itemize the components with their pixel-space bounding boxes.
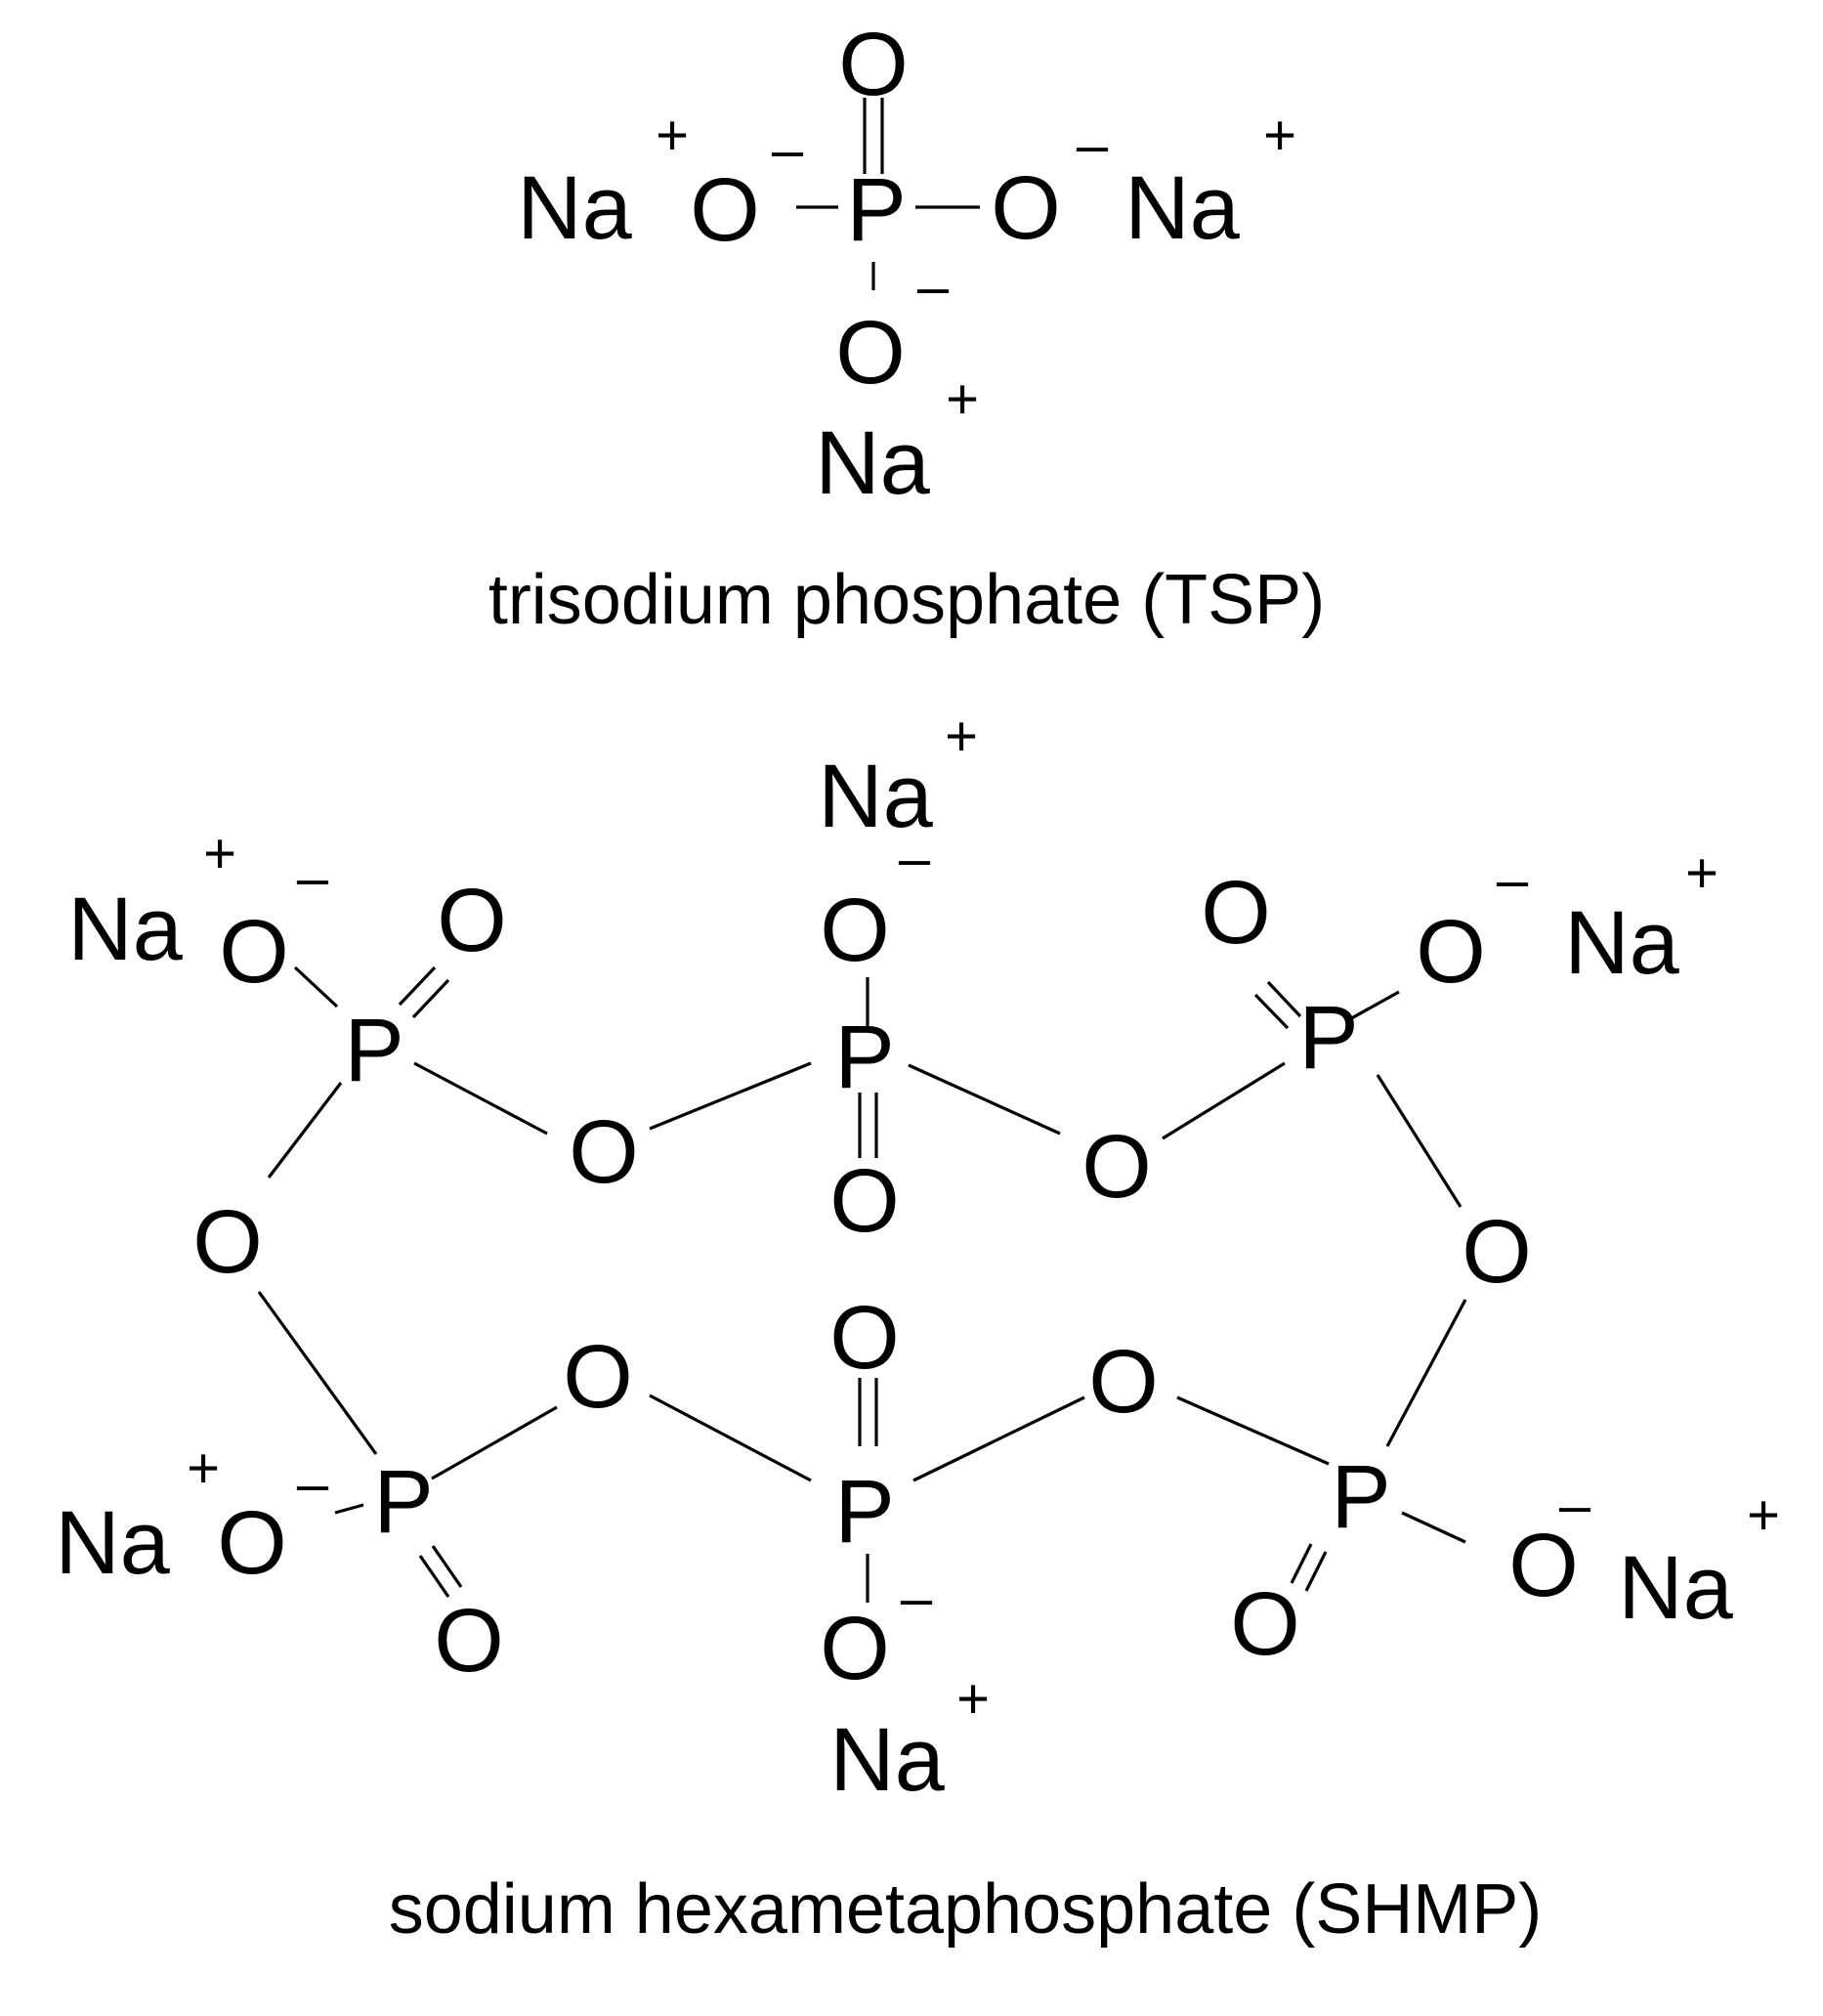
shmp-plus-charge: + — [945, 705, 978, 768]
shmp-phosphorus: P — [834, 1008, 894, 1107]
shmp-oxygen: O — [829, 1151, 900, 1251]
shmp-oxygen: O — [437, 871, 507, 970]
shmp-sodium: Na — [67, 879, 183, 979]
tsp-structure: O P O O O Na Na Na + – – + – + — [517, 15, 1296, 513]
tsp-oxygen: O — [991, 158, 1061, 258]
shmp-bond — [267, 1082, 343, 1179]
shmp-oxygen: O — [434, 1591, 504, 1691]
tsp-minus-charge: – — [917, 255, 950, 319]
shmp-bond — [418, 1555, 450, 1598]
shmp-minus-charge: – — [1497, 848, 1529, 912]
shmp-bond — [1253, 993, 1290, 1030]
shmp-bond — [413, 1061, 548, 1136]
tsp-sodium: Na — [815, 413, 930, 513]
shmp-bond — [293, 965, 339, 1008]
shmp-oxygen: O — [1416, 902, 1486, 1002]
tsp-minus-charge: – — [772, 118, 804, 182]
tsp-minus-charge: – — [1077, 113, 1109, 177]
shmp-bond — [1345, 990, 1400, 1023]
shmp-oxygen: O — [1508, 1516, 1579, 1615]
shmp-oxygen: O — [563, 1327, 633, 1427]
shmp-phosphorus: P — [373, 1452, 433, 1552]
shmp-oxygen: O — [1230, 1574, 1300, 1674]
tsp-sodium: Na — [517, 158, 632, 258]
shmp-oxygen: O — [820, 1599, 890, 1698]
tsp-plus-charge: + — [946, 367, 979, 431]
shmp-minus-charge: – — [899, 827, 931, 890]
shmp-bond — [257, 1291, 378, 1455]
tsp-phosphorus: P — [846, 160, 906, 260]
shmp-oxygen: O — [217, 1493, 287, 1593]
shmp-plus-charge: + — [187, 1437, 220, 1500]
shmp-structure: Na Na Na Na Na Na O O O O O O O O O O O … — [55, 705, 1780, 1810]
shmp-oxygen: O — [219, 902, 289, 1002]
shmp-oxygen: O — [1462, 1202, 1532, 1302]
shmp-bond — [1385, 1299, 1467, 1447]
shmp-plus-charge: + — [1747, 1483, 1780, 1547]
shmp-oxygen: O — [569, 1102, 639, 1202]
shmp-bond — [908, 1063, 1061, 1136]
shmp-bond — [1304, 1551, 1328, 1592]
shmp-phosphorus: P — [1298, 988, 1358, 1088]
shmp-minus-charge: – — [1559, 1474, 1591, 1537]
shmp-bond — [912, 1395, 1085, 1482]
shmp-plus-charge: + — [1685, 841, 1718, 905]
shmp-bond — [649, 1394, 812, 1482]
shmp-bond — [1266, 980, 1302, 1018]
shmp-oxygen: O — [829, 1288, 900, 1388]
tsp-oxygen: O — [838, 15, 909, 114]
shmp-sodium: Na — [1618, 1538, 1733, 1638]
shmp-minus-charge: – — [297, 846, 329, 910]
shmp-phosphorus: P — [1331, 1447, 1390, 1547]
shmp-oxygen: O — [1201, 863, 1271, 963]
shmp-sodium: Na — [55, 1493, 170, 1593]
shmp-plus-charge: + — [203, 822, 236, 885]
shmp-bond — [431, 1405, 558, 1480]
shmp-sodium: Na — [818, 747, 933, 846]
shmp-oxygen: O — [1081, 1117, 1152, 1217]
shmp-bond — [1176, 1395, 1330, 1466]
tsp-oxygen: O — [835, 303, 906, 403]
shmp-phosphorus: P — [344, 1001, 403, 1100]
tsp-oxygen: O — [690, 160, 760, 260]
shmp-bond — [1401, 1511, 1466, 1544]
shmp-minus-charge: – — [297, 1452, 329, 1516]
shmp-oxygen: O — [820, 880, 890, 980]
shmp-phosphorus: P — [834, 1462, 894, 1562]
shmp-minus-charge: – — [901, 1566, 933, 1630]
shmp-bond — [431, 1545, 463, 1588]
shmp-bond — [398, 965, 437, 1007]
shmp-oxygen: O — [1088, 1332, 1159, 1432]
shmp-sodium: Na — [829, 1710, 945, 1810]
shmp-sodium: Na — [1564, 893, 1679, 993]
shmp-bond — [1290, 1543, 1313, 1584]
shmp-bond — [1376, 1074, 1463, 1208]
shmp-bond — [334, 1503, 364, 1515]
tsp-caption: trisodium phosphate (TSP) — [488, 561, 1325, 639]
tsp-plus-charge: + — [1263, 104, 1296, 167]
shmp-oxygen: O — [192, 1192, 263, 1292]
shmp-bond — [411, 978, 450, 1019]
shmp-plus-charge: + — [956, 1667, 990, 1731]
shmp-bond — [649, 1061, 812, 1131]
tsp-sodium: Na — [1124, 158, 1240, 258]
shmp-bond — [1162, 1061, 1286, 1140]
shmp-caption: sodium hexametaphosphate (SHMP) — [389, 1870, 1543, 1949]
tsp-plus-charge: + — [656, 104, 689, 167]
